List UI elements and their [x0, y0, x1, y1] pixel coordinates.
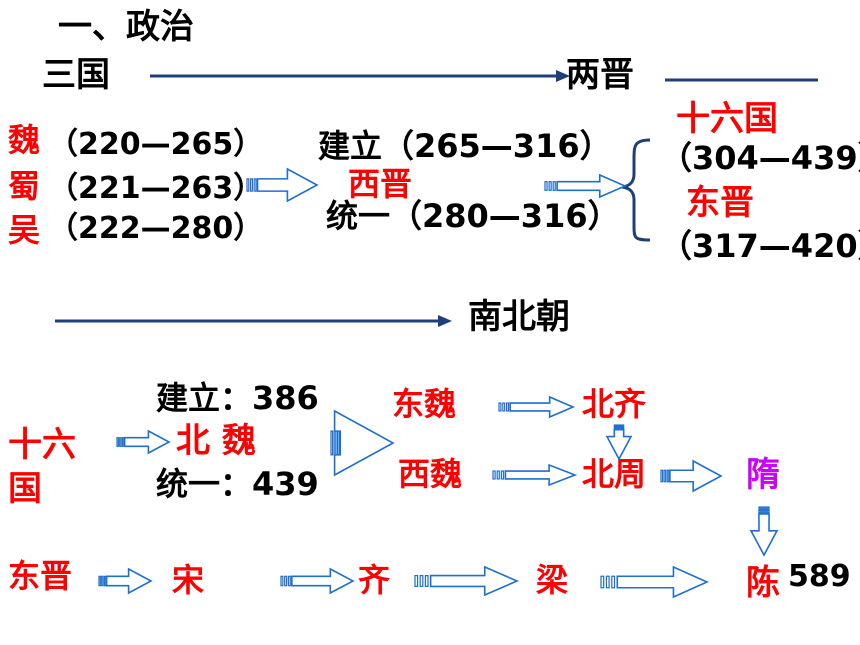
state-wu: 吴 — [8, 211, 41, 249]
arrow-xijin-to-brace — [544, 173, 628, 199]
arrow-dongwei-to-beiqi — [498, 395, 576, 419]
shiliuguo-bottom-b: 国 — [8, 469, 42, 509]
beiqi-label: 北齐 — [582, 385, 647, 423]
shiliuguo-years: （304—439） — [660, 139, 860, 177]
state-shu-years: （221—263） — [48, 171, 264, 206]
liang-label: 梁 — [536, 561, 569, 599]
beiwei-label: 北 魏 — [176, 421, 256, 461]
label-liangjin: 两晋 — [566, 55, 634, 95]
arrow-xiwei-to-beizhou — [492, 463, 578, 487]
timeline-arrowhead-liangjin — [556, 70, 570, 82]
state-wei-years: （220—265） — [48, 127, 264, 162]
dongjin-label-bottom: 东晋 — [8, 557, 73, 595]
state-wei: 魏 — [8, 121, 41, 159]
song-label: 宋 — [172, 561, 205, 599]
beiwei-jianli: 建立：386 — [156, 379, 319, 417]
state-shu: 蜀 — [8, 167, 41, 205]
year-589: 589 — [788, 559, 851, 594]
dongjin-years: （317—420） — [660, 227, 860, 265]
shiliuguo-label: 十六国 — [676, 99, 778, 139]
bracket-brace — [621, 138, 651, 242]
arrow-beizhou-to-sui — [660, 459, 723, 493]
xiwei-label: 西魏 — [398, 455, 463, 493]
dongjin-label-top: 东晋 — [686, 183, 754, 223]
arrow-song-to-qi — [280, 567, 355, 595]
arrow-shiliuguo-to-beiwei — [116, 429, 171, 455]
arrow-beiqi-to-beizhou — [605, 424, 633, 461]
xijin-label: 西晋 — [348, 165, 413, 203]
arrow-dongjin-to-song — [98, 567, 153, 595]
xijin-jianli: 建立（265—316） — [318, 127, 612, 165]
xijin-tongyi: 统一（280—316） — [326, 197, 620, 235]
arrow-beiwei-split — [330, 409, 395, 477]
arrow-sanguo-to-xijin — [246, 167, 319, 203]
dongwei-label: 东魏 — [392, 385, 457, 423]
shiliuguo-bottom-a: 十六 — [8, 425, 76, 465]
timeline-arrowhead-nanbeichao — [438, 315, 452, 327]
beiwei-tongyi: 统一：439 — [156, 465, 319, 503]
qi-label: 齐 — [358, 561, 391, 599]
label-nanbeichao: 南北朝 — [468, 297, 570, 337]
arrow-liang-to-chen — [600, 565, 709, 599]
state-wu-years: （222—280） — [48, 211, 264, 246]
sui-label: 隋 — [746, 455, 780, 495]
arrow-sui-to-chen — [749, 506, 779, 557]
section-title: 一、政治 — [58, 7, 194, 47]
label-sanguo: 三国 — [42, 55, 110, 95]
arrow-qi-to-liang — [414, 565, 520, 597]
beizhou-label: 北周 — [582, 455, 647, 493]
chen-label: 陈 — [746, 563, 780, 603]
